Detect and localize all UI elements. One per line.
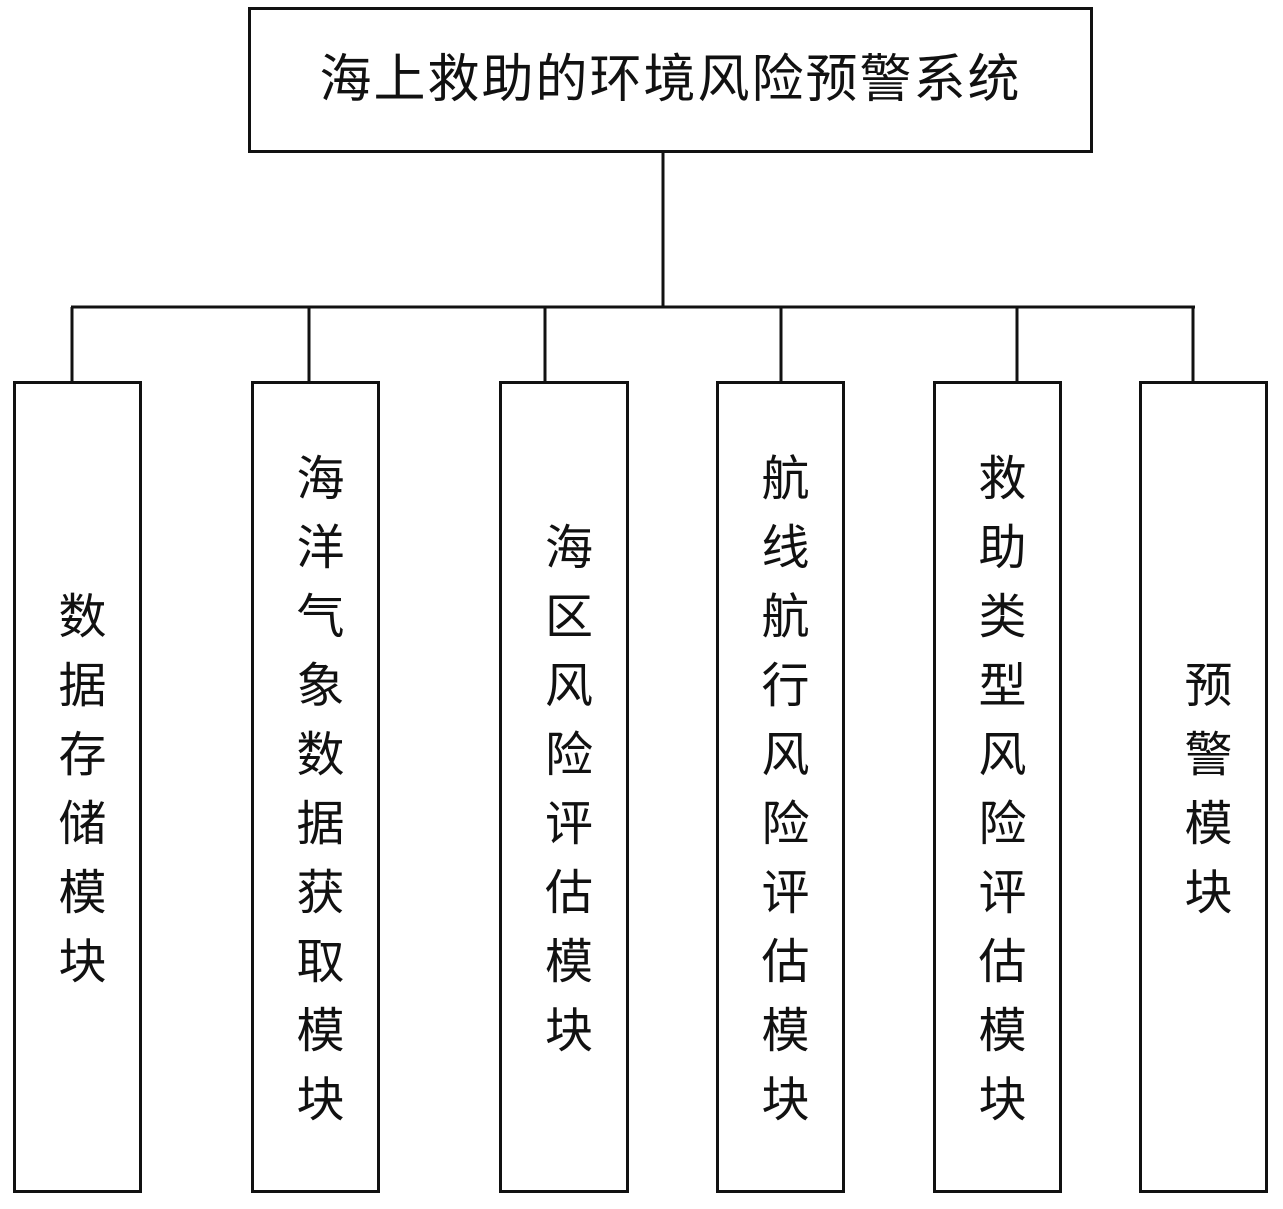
route-navigation-risk-module-label: 航线航行风险评估模块: [752, 452, 809, 1143]
route-navigation-risk-module-box: 航线航行风险评估模块: [716, 381, 845, 1193]
data-storage-module-label: 数据存储模块: [49, 590, 106, 1005]
sea-area-risk-module-label: 海区风险评估模块: [536, 521, 592, 1074]
ocean-weather-data-module-box: 海洋气象数据获取模块: [251, 381, 380, 1193]
system-title: 海上救助的环境风险预警系统: [319, 50, 1022, 110]
rescue-type-risk-module-box: 救助类型风险评估模块: [933, 381, 1062, 1193]
ocean-weather-data-module-label: 海洋气象数据获取模块: [287, 452, 344, 1143]
sea-area-risk-module-box: 海区风险评估模块: [499, 381, 629, 1193]
warning-module-label: 预警模块: [1175, 659, 1232, 936]
data-storage-module-box: 数据存储模块: [13, 381, 142, 1193]
system-title-box: 海上救助的环境风险预警系统: [248, 7, 1093, 153]
rescue-type-risk-module-label: 救助类型风险评估模块: [969, 452, 1026, 1143]
warning-module-box: 预警模块: [1139, 381, 1268, 1193]
